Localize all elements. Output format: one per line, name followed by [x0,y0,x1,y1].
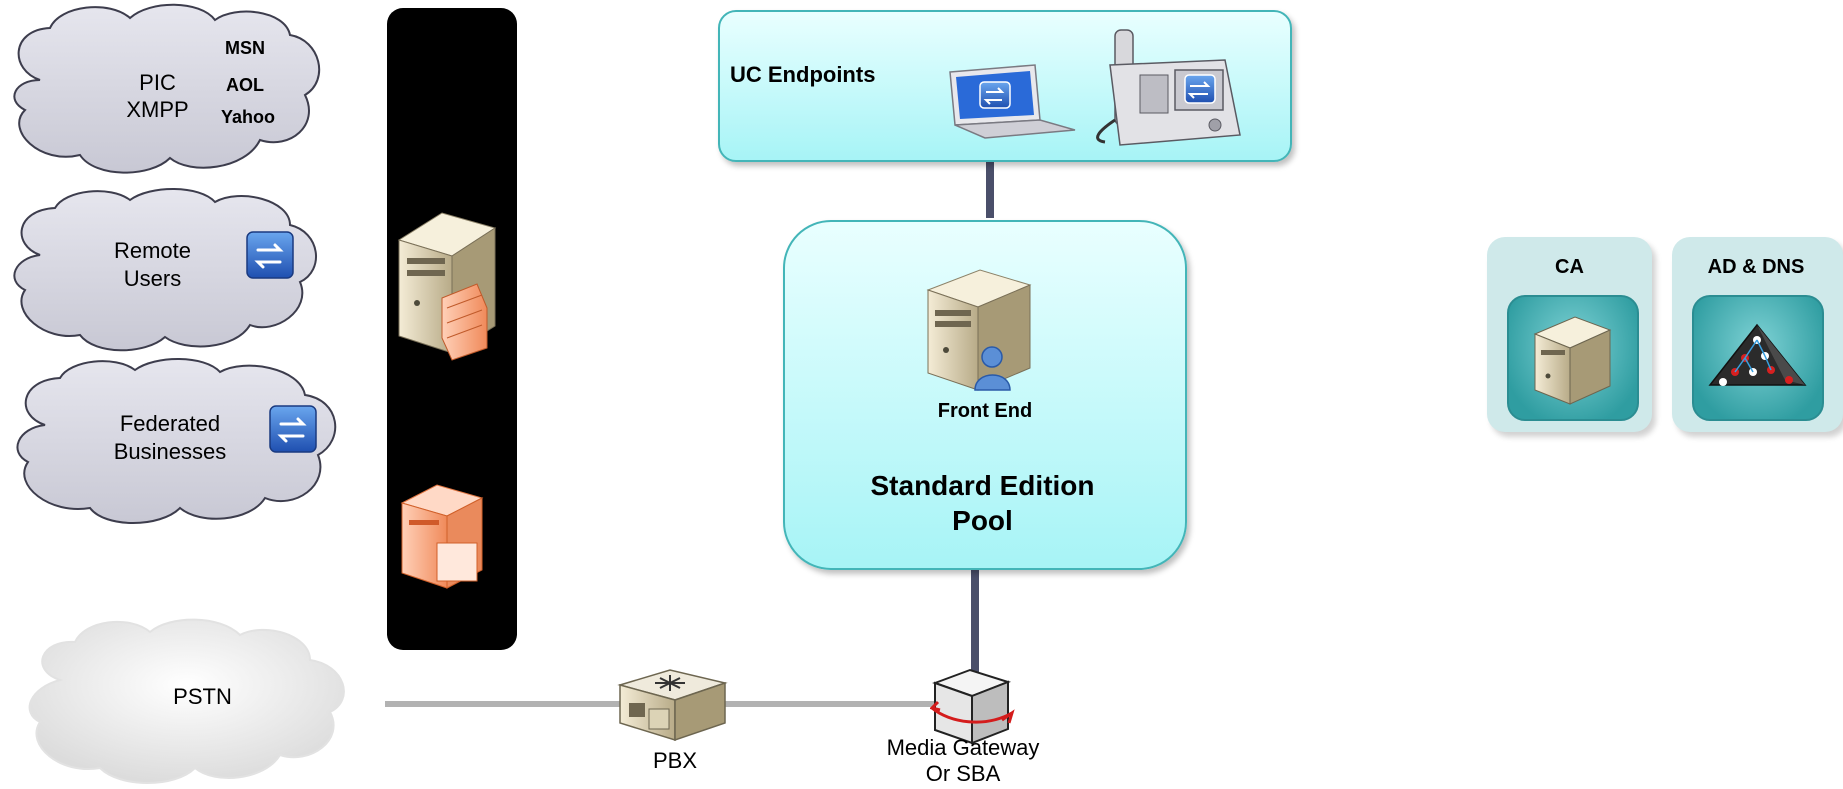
media-gateway-label-line2: Or SBA [925,761,1001,786]
endpoint-devices [949,29,1241,146]
ip-phone-icon [1096,29,1241,146]
im-cloud-label-line1: PIC [139,70,176,95]
ca-server-icon [1533,316,1612,405]
remote-users-label-line1: Remote [113,238,192,263]
proxy-server-icon [400,484,484,589]
front-end-server-icon [926,269,1032,391]
ad-dns-label: AD & DNS [1707,256,1805,278]
pool-title-line2: Pool [952,505,1013,536]
yahoo-label: Yahoo [220,107,275,127]
media-gateway-icon [930,668,1015,745]
directory-pyramid-icon [1708,323,1807,386]
federated-label-line1: Federated [119,411,221,436]
cloud-pstn [28,618,345,784]
remote-users-label-line2: Users [123,266,182,291]
aol-label: AOL [226,75,264,95]
ca-label: CA [1555,256,1584,278]
pbx-icon [617,669,728,742]
im-cloud-label-line2: XMPP [126,97,189,122]
front-end-label: Front End [937,400,1033,422]
edge-server-icon [397,212,497,361]
uc-icon-federated [269,405,317,453]
cloud-im-providers [13,3,321,174]
cloud-remote-users [13,188,317,352]
pbx-label: PBX [652,748,698,773]
media-gateway-label-line1: Media Gateway [886,735,1040,760]
federated-label-line2: Businesses [113,439,227,464]
uc-icon-remote [246,231,294,279]
msn-label: MSN [225,38,265,58]
pool-title-line1: Standard Edition [870,470,1095,501]
edge-servers [397,212,497,589]
uc-endpoints-title: UC Endpoints [730,62,876,87]
cloud-federated-businesses [16,358,337,524]
pstn-label: PSTN [173,684,232,709]
laptop-icon [949,64,1076,139]
